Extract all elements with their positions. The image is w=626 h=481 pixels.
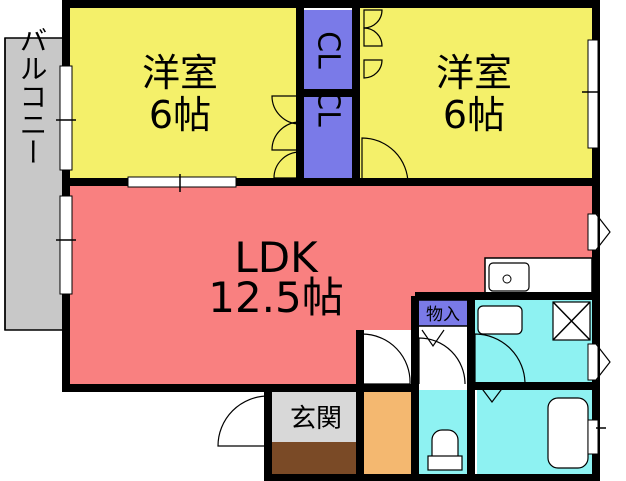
window-bath: [587, 419, 599, 455]
closet-bottom: [304, 96, 354, 178]
western-left-name: 洋室: [142, 51, 218, 95]
western-room-left: [66, 8, 300, 184]
tick-marks: [56, 91, 606, 429]
ldk-room: [66, 184, 592, 384]
entrance-floor: [272, 442, 360, 474]
entrance-label: 玄関: [290, 404, 342, 434]
kitchen-sink: [488, 262, 530, 292]
storage: [416, 299, 470, 327]
window-wash: [587, 343, 599, 381]
western-left-size: 6帖: [149, 93, 211, 137]
walls: [62, 0, 600, 481]
hallway: [362, 390, 414, 474]
window-balcony-bottom: [59, 195, 73, 295]
balcony-label: バルコニー: [16, 26, 49, 166]
window-ldk-right: [587, 213, 599, 251]
storage-label: 物入: [426, 305, 460, 325]
window-balcony-top: [59, 65, 73, 171]
closet-bottom-label: CL: [311, 89, 346, 127]
balcony: [4, 37, 64, 331]
opening-left-room: [127, 176, 237, 188]
western-room-right: [360, 8, 592, 184]
entrance-tile: [272, 390, 360, 442]
ldk-size: 12.5帖: [208, 273, 344, 322]
bathtub: [547, 397, 589, 469]
toilet-tank: [427, 455, 463, 471]
western-right-name: 洋室: [436, 51, 512, 95]
washbasin: [477, 305, 523, 335]
sink-drain-icon: [502, 274, 512, 284]
doors: [217, 9, 611, 447]
closet-top-label: CL: [311, 31, 346, 69]
western-right-size: 6帖: [443, 93, 505, 137]
closet-top: [304, 10, 352, 90]
window-right-room: [587, 39, 599, 149]
ldk-name: LDK: [234, 233, 319, 282]
